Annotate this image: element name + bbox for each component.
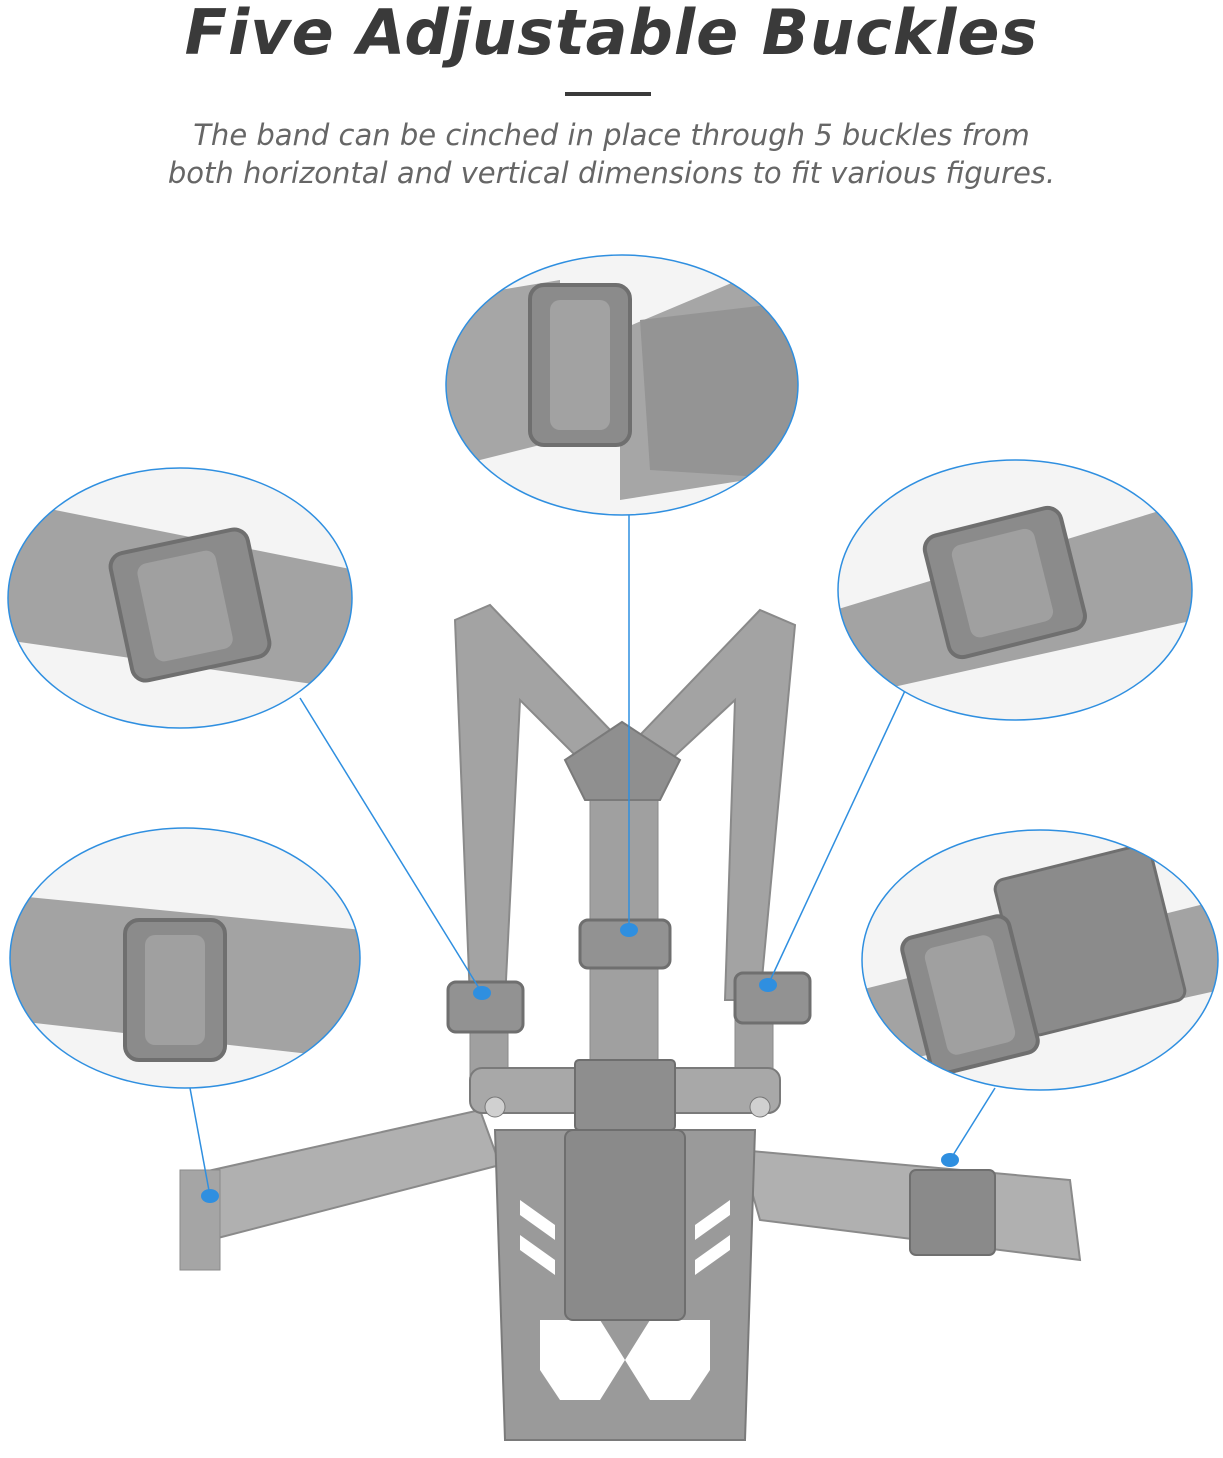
right-strap-buckle (733, 971, 812, 1025)
callout-dots (201, 923, 959, 1203)
callout-ring-left-upper (7, 467, 353, 729)
left-screw (484, 1096, 506, 1118)
callout-left-upper (7, 467, 353, 729)
triangle-joint (563, 720, 682, 801)
right-screw (749, 1096, 771, 1118)
callout-right-upper (837, 459, 1193, 721)
title-divider (565, 92, 651, 96)
side-release-buckle (909, 1169, 996, 1256)
callout-ring-right-upper (837, 459, 1193, 721)
subtitle-line-1: The band can be cinched in place through… (193, 118, 1030, 152)
callout-right-lower (861, 829, 1219, 1091)
waist-belt (188, 1108, 502, 1242)
harness (179, 603, 1082, 1441)
mount-clip (574, 1059, 676, 1131)
callout-top-center (445, 254, 799, 516)
subtitle-line-2: both horizontal and vertical dimensions … (167, 156, 1056, 190)
callout-ring-left-lower (9, 827, 361, 1089)
callout-ring-right-lower (861, 829, 1219, 1091)
left-belt-end (179, 1169, 221, 1271)
plate-cutouts (520, 1200, 730, 1400)
page-title: Five Adjustable Buckles (184, 0, 1039, 69)
callout-lines (189, 515, 996, 1197)
left-strap-buckle (446, 980, 525, 1034)
center-strap-buckle (578, 918, 672, 970)
mount-clip-body (564, 1129, 686, 1321)
callout-left-lower (9, 827, 361, 1089)
callout-ring-top (445, 254, 799, 516)
